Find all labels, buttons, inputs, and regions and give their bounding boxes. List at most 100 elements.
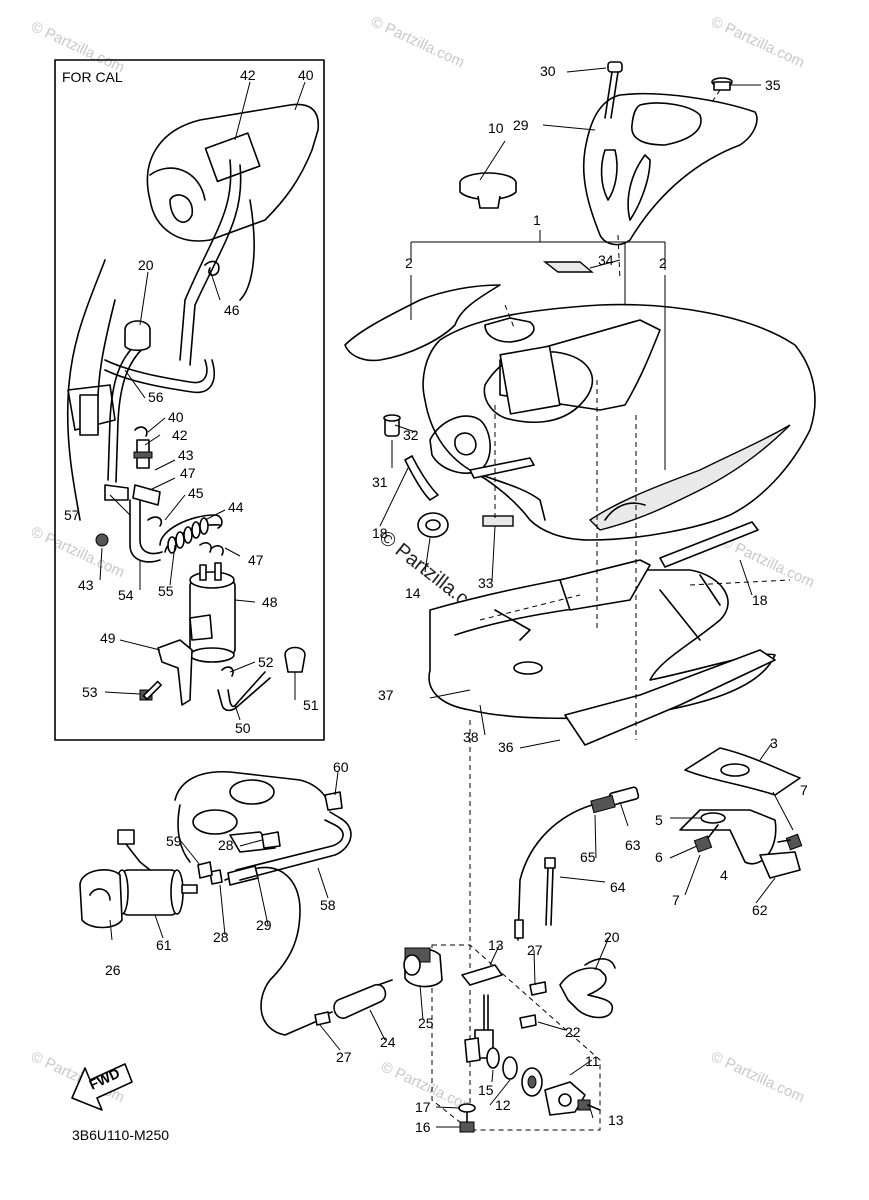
callout-4: 4 xyxy=(720,867,728,883)
callout-57: 57 xyxy=(64,507,80,523)
callout-24: 25 xyxy=(418,1015,434,1031)
part-19-hose xyxy=(404,455,439,501)
callout-20: 20 xyxy=(604,929,620,945)
callout-13: 13 xyxy=(608,1112,624,1128)
callout-62: 62 xyxy=(752,902,768,918)
part-59-clamp xyxy=(197,861,213,879)
part-17-washer xyxy=(458,1103,476,1113)
part-14-gasket xyxy=(461,964,503,986)
part-31-screw xyxy=(604,61,623,119)
part-26-clip xyxy=(529,981,547,996)
part-13-bolt xyxy=(577,1099,601,1111)
callout-27: 27 xyxy=(336,1049,352,1065)
callout-15: 15 xyxy=(478,1082,494,1098)
callout-60: 60 xyxy=(333,759,349,775)
callout-9: 14 xyxy=(405,585,421,601)
fwd-arrow: FWD xyxy=(71,1063,133,1111)
part-60-fitting xyxy=(324,791,343,811)
callout-26: 27 xyxy=(527,942,543,958)
callout-7: 7 xyxy=(672,892,680,908)
part-21-clip xyxy=(124,320,151,352)
callout-39: 38 xyxy=(463,729,479,745)
callout-55: 55 xyxy=(158,583,174,599)
callout-48: 48 xyxy=(262,594,278,610)
callout-17: 17 xyxy=(415,1099,431,1115)
callout-23: 24 xyxy=(380,1034,396,1050)
callout-46: 45 xyxy=(188,485,204,501)
callout-42: 42 xyxy=(172,427,188,443)
part-12-oring xyxy=(502,1056,518,1080)
callout-29: 28 xyxy=(218,837,234,853)
part-44-bolt xyxy=(95,533,109,547)
callout-58: 58 xyxy=(320,897,336,913)
callout-25: 26 xyxy=(105,962,121,978)
watermark: © Partzilla.com xyxy=(28,523,127,581)
part-6-bolt xyxy=(693,824,719,853)
part-51-cap xyxy=(284,646,306,673)
watermark: © Partzilla.com xyxy=(708,13,807,71)
callout-11: 11 xyxy=(585,1053,600,1069)
part-29-clip xyxy=(261,831,281,849)
callout-45: 44 xyxy=(228,499,244,515)
callout-30: 29 xyxy=(513,117,529,133)
callout-21: 20 xyxy=(138,257,154,273)
callout-49: 49 xyxy=(100,630,116,646)
inset-title: FOR CAL xyxy=(62,69,123,85)
callout-51: 51 xyxy=(303,697,319,713)
part-37-plate xyxy=(564,649,776,746)
part-27-clip xyxy=(314,1011,331,1026)
callout-63: 63 xyxy=(625,837,641,853)
inset-frame xyxy=(54,59,325,741)
part-16-screw xyxy=(459,1111,475,1133)
part-32-grommet xyxy=(383,414,401,437)
callout-3: 3 xyxy=(770,735,778,751)
watermark: © Partzilla.com xyxy=(368,13,467,71)
callout-43: 43 xyxy=(178,447,194,463)
callout-50: 50 xyxy=(235,720,251,736)
part-23-filter xyxy=(321,979,393,1019)
callout-10: 10 xyxy=(488,120,504,136)
callout-47b: 47 xyxy=(180,465,196,481)
watermark: © Partzilla.com xyxy=(718,533,817,591)
callout-5: 5 xyxy=(655,812,663,828)
callout-40: 40 xyxy=(298,67,314,83)
part-34-label xyxy=(482,515,514,527)
part-4-bracket xyxy=(679,809,777,865)
callout-28: 29 xyxy=(256,917,272,933)
callout-19: 18 xyxy=(372,525,388,541)
part-64-tie xyxy=(544,857,556,926)
callout-65: 65 xyxy=(580,849,596,865)
callout-32: 31 xyxy=(372,474,388,490)
part-28-hose xyxy=(224,866,316,1036)
part-35-label xyxy=(542,261,594,273)
lower-components: FWD 3B6U110-M250 xyxy=(71,747,803,1143)
engine-top xyxy=(174,770,331,863)
cal-inset: FOR CAL xyxy=(54,59,325,741)
callout-34: 33 xyxy=(478,575,494,591)
callout-36: 35 xyxy=(765,77,781,93)
callout-2: 2 xyxy=(405,255,413,271)
part-48-canister xyxy=(189,562,236,663)
part-24-pump xyxy=(403,947,443,988)
part-55-coil xyxy=(167,517,209,554)
part-53-bolt xyxy=(139,680,162,701)
part-18-strip xyxy=(659,521,759,568)
callout-8: 7 xyxy=(800,782,808,798)
part-8-bolt xyxy=(777,833,803,851)
part-63-fitting xyxy=(590,786,640,814)
callout-53: 53 xyxy=(82,684,98,700)
callout-61: 61 xyxy=(156,937,172,953)
callout-1: 1 xyxy=(533,212,541,228)
callout-54: 54 xyxy=(118,587,134,603)
part-22-clip xyxy=(519,1014,537,1029)
callout-59: 59 xyxy=(166,833,182,849)
callout-44: 43 xyxy=(78,577,94,593)
part-15-seal xyxy=(486,1047,500,1069)
watermark: © Partzilla.com xyxy=(708,1048,807,1106)
callout-18: 18 xyxy=(752,592,768,608)
figure-code: 3B6U110-M250 xyxy=(72,1127,169,1143)
callout-33: 32 xyxy=(403,427,419,443)
callout-31: 30 xyxy=(540,63,556,79)
callout-37: 36 xyxy=(498,739,514,755)
